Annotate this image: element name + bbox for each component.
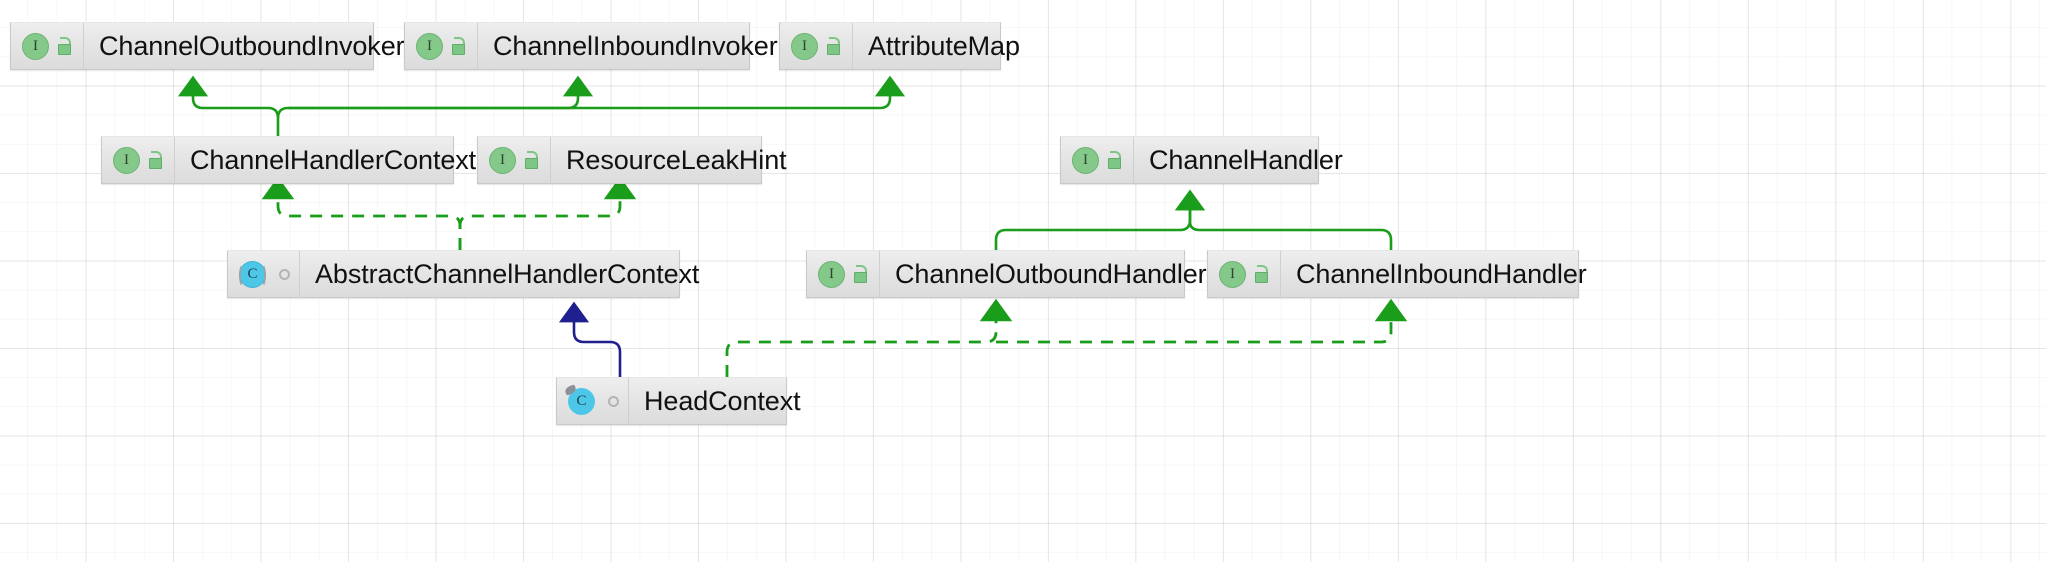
node-gutter: I [478,137,551,183]
node-channel-handler-context[interactable]: I ChannelHandlerContext [101,136,476,184]
edge-head-extends-achc-path [558,301,622,377]
interface-icon: I [416,32,443,60]
node-gutter: I [102,137,175,183]
interface-icon: I [791,32,818,60]
node-gutter: I [780,23,853,69]
node-gutter: C [228,251,300,297]
node-channel-outbound-handler[interactable]: I ChannelOutboundHandler [806,250,1207,298]
node-gutter: I [807,251,880,297]
interface-icon: I [113,146,140,174]
edge-head-realizes-coh [725,298,1013,377]
node-abstract-channel-handler-context[interactable]: C AbstractChannelHandlerContext [227,250,699,298]
interface-icon: I [1219,260,1246,288]
unlock-icon [450,36,468,56]
edge-chc-implements-cii [276,75,594,119]
edge-coh-extends-ch [994,189,1206,250]
node-label: AttributeMap [868,30,1020,61]
node-label: HeadContext [644,385,801,416]
edge-achc-realizes-rlh [458,176,637,250]
node-head-context[interactable]: C HeadContext [556,377,801,425]
node-label: ChannelHandler [1149,144,1343,175]
node-label: ChannelInboundInvoker [493,30,778,61]
node-channel-outbound-invoker[interactable]: I ChannelOutboundInvoker [10,22,405,70]
edge-achc-realizes-chc [261,176,462,250]
member-dot-icon [279,268,290,280]
node-gutter: C [557,378,629,424]
interface-icon: I [22,32,49,60]
node-resource-leak-hint[interactable]: I ResourceLeakHint [477,136,787,184]
unlock-icon [56,36,74,56]
node-channel-inbound-handler[interactable]: I ChannelInboundHandler [1207,250,1587,298]
node-gutter: I [405,23,478,69]
unlock-icon [1253,264,1271,284]
node-gutter: I [11,23,84,69]
unlock-icon [825,36,843,56]
interface-icon: I [489,146,516,174]
edge-head-realizes-cih [996,298,1408,344]
unlock-icon [1106,150,1124,170]
node-label: ResourceLeakHint [566,144,787,175]
node-label: ChannelHandlerContext [190,144,477,175]
unlock-icon [852,264,870,284]
node-gutter: I [1208,251,1281,297]
class-icon: C [568,387,595,415]
node-channel-inbound-invoker[interactable]: I ChannelInboundInvoker [404,22,778,70]
node-attribute-map[interactable]: I AttributeMap [779,22,1020,70]
node-label: ChannelInboundHandler [1296,258,1587,289]
edge-cih-extends-ch [1174,189,1393,250]
member-dot-icon [608,395,619,407]
unlock-icon [147,150,165,170]
node-label: ChannelOutboundInvoker [99,30,405,61]
unlock-icon [523,150,541,170]
node-channel-handler[interactable]: I ChannelHandler [1060,136,1343,184]
node-label: AbstractChannelHandlerContext [315,258,700,289]
interface-icon: I [818,260,845,288]
edge-chc-implements-am [288,75,906,110]
node-label: ChannelOutboundHandler [895,258,1207,289]
interface-icon: I [1072,146,1099,174]
node-gutter: I [1061,137,1134,183]
abstract-class-icon: C [239,260,266,288]
edge-chc-implements-coi [177,75,280,138]
